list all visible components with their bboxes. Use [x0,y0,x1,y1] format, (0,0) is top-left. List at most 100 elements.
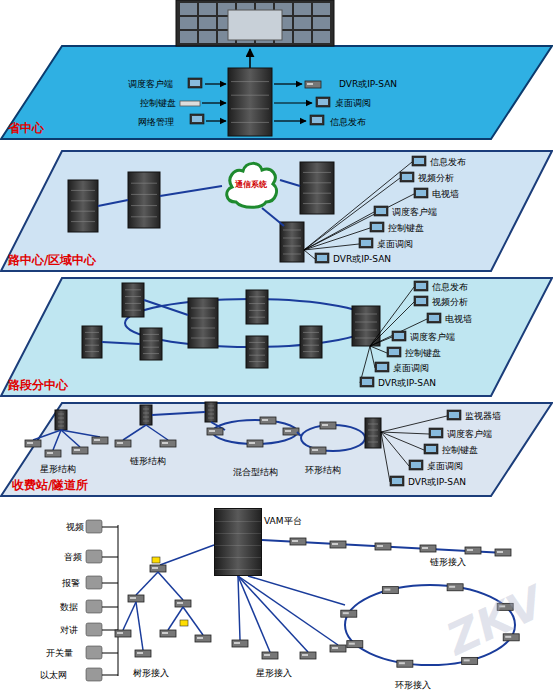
source-icon [86,576,102,589]
encoder-device [115,630,131,637]
source-icon [86,600,102,613]
wall-screen [180,31,197,43]
device-panel [264,654,270,656]
wall-screen [313,3,330,15]
device-label: 星形接入 [256,668,292,679]
device-label: 环形结构 [305,465,341,476]
wall-screen [237,31,254,43]
device-label: 控制键盘 [140,98,176,109]
camera-marker [180,620,188,626]
layer-band: 路中心/区域中心通信系统 [0,150,553,272]
device-label: 调度客户端 [410,332,455,343]
device-panel [137,652,143,654]
device-panel [343,612,349,614]
band-shape [0,45,553,140]
source-icon [86,668,102,681]
vam-server: VAM平台 [214,508,262,576]
wall-screen [237,3,254,15]
wall-screen [313,17,330,29]
device-label: 调度客户端 [392,207,437,218]
device-label: 网络管理 [138,117,174,128]
device-panel [449,586,455,588]
encoder-device [300,652,316,659]
device-label: 视频分析 [418,173,454,184]
wall-screen [199,3,216,15]
device-panel [467,549,473,551]
encoder-device [382,587,398,594]
band-outline [1,278,552,396]
device-panel [349,643,355,645]
device-label: 报警 [62,578,80,589]
network-wire [102,607,118,608]
source-icon [86,646,102,659]
network-wire [168,607,183,630]
wall-screen [256,17,273,29]
device-label: 电视墙 [432,189,459,200]
wall-screen [218,31,235,43]
network-wire [136,572,158,595]
device-panel [162,632,168,634]
device-label: 信息发布 [430,157,466,168]
device-label: 链形结构 [130,456,166,467]
encoder-device [347,641,363,648]
device-panel [399,662,405,664]
wall-screen [256,31,273,43]
network-wire [102,653,118,654]
layer-band: 省中心 [0,45,553,140]
device-label: 树形接入 [133,668,169,679]
device-label: 控制键盘 [405,348,441,359]
encoder-device [341,610,357,617]
device-label: 监视器墙 [465,411,501,422]
device-label: 链形接入 [430,557,466,568]
wall-screen [199,17,216,29]
network-wire [102,675,118,676]
device-label: 桌面调阅 [393,363,429,374]
encoder-device [330,645,346,652]
source-icon [86,520,102,533]
device-label: 对讲 [60,625,78,636]
band-outline [1,151,552,271]
network-wire [102,583,118,584]
device-label: 控制键盘 [442,445,478,456]
device-panel [377,545,383,547]
device-panel [292,540,298,542]
watermark: ZKV [439,576,551,665]
layer-title: 省中心 [8,120,44,137]
device-panel [302,654,308,656]
encoder-device [195,635,211,642]
device-label: 数据 [60,602,78,613]
device-label: 环形接入 [395,680,431,691]
wall-screen [294,3,311,15]
device-panel [27,442,33,444]
device-panel [384,589,390,591]
device-panel [332,647,338,649]
device-label: 以太网 [40,670,67,681]
layer-title: 收费站/隧道所 [12,477,88,494]
encoder-device [290,538,306,545]
network-wire [118,525,119,676]
device-label: 桌面调阅 [427,461,463,472]
wall-screen [218,17,235,29]
device-panel [332,543,338,545]
encoder-device [232,640,248,647]
network-wire [238,576,270,652]
encoder-device [128,595,144,602]
wall-screen [180,3,197,15]
network-wire [158,572,183,600]
wall-screen [199,31,216,43]
camera-marker [152,557,160,563]
device-panel [152,567,158,569]
wall-main-screen [228,10,282,40]
network-wire [102,527,118,528]
network-wire [102,557,118,558]
wall-screen [237,17,254,29]
band-outline [1,46,552,139]
encoder-device [262,652,278,659]
network-wire [160,545,214,565]
wall-screen [294,17,311,29]
encoder-device [160,630,176,637]
encoder-device [495,549,511,556]
wall-screen [275,31,292,43]
device-label: DVR或IP-SAN [333,254,391,265]
encoder-device [397,660,413,667]
